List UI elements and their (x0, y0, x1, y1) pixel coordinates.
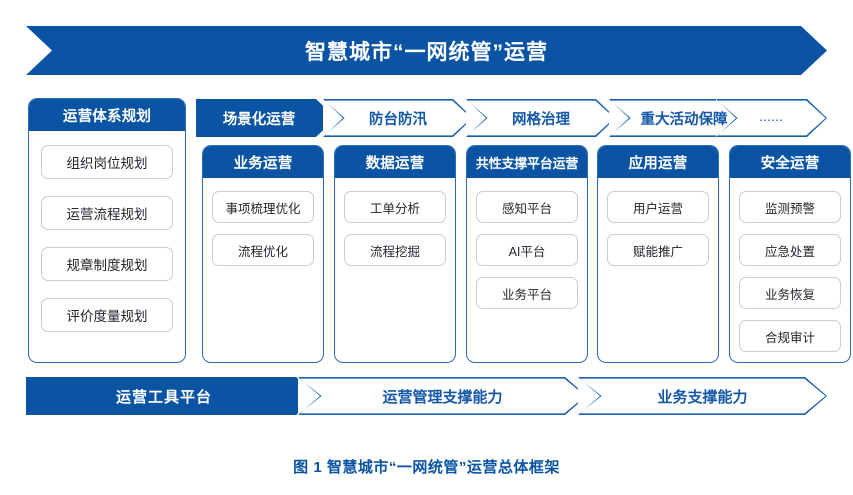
column-security-operations[interactable]: 安全运营 监测预警 应急处置 业务恢复 合规审计 (729, 145, 851, 363)
scenario-chevron-row: 场景化运营 防台防汛 网格治理 重大活动保障 ...... (26, 99, 827, 137)
item-label: 运营流程规划 (66, 207, 148, 222)
item-pill[interactable]: 运营流程规划 (41, 196, 173, 230)
item-pill[interactable]: 赋能推广 (607, 234, 709, 266)
chevron-label: 场景化运营 (222, 111, 296, 128)
item-pill[interactable]: 用户运营 (607, 191, 709, 223)
column-header: 业务运营 (203, 146, 323, 178)
chevron-label: 网格治理 (512, 111, 570, 128)
chevron-operations-tool-platform[interactable]: 运营工具平台 (26, 377, 318, 415)
item-pill[interactable]: 流程挖掘 (344, 234, 446, 266)
item-label: 业务平台 (501, 287, 552, 302)
column-header-label: 数据运营 (365, 155, 425, 172)
column-header: 应用运营 (598, 146, 718, 178)
chevron-label: 业务支撑能力 (657, 388, 748, 406)
column-common-support-platform-operations[interactable]: 共性支撑平台运营 感知平台 AI平台 业务平台 (466, 145, 588, 363)
column-header: 数据运营 (335, 146, 455, 178)
column-body: 事项梳理优化 流程优化 (203, 178, 323, 276)
item-label: 用户运营 (632, 201, 683, 216)
chevron-label: 运营工具平台 (115, 388, 212, 406)
column-business-operations[interactable]: 业务运营 事项梳理优化 流程优化 (202, 145, 324, 363)
item-pill[interactable]: 业务恢复 (739, 277, 841, 309)
item-label: 监测预警 (764, 201, 815, 216)
column-header: 安全运营 (730, 146, 850, 178)
item-label: 感知平台 (501, 201, 552, 216)
item-label: 应急处置 (764, 244, 815, 259)
column-header-label: 共性支撑平台运营 (475, 155, 579, 171)
main-title-banner: 智慧城市“一网统管”运营 (26, 26, 827, 75)
column-header-label: 业务运营 (233, 155, 293, 172)
item-label: 业务恢复 (764, 287, 815, 302)
chevron-label: 运营管理支撑能力 (382, 388, 503, 406)
column-header-label: 运营体系规划 (62, 108, 152, 125)
column-header-label: 安全运营 (760, 155, 820, 172)
item-label: AI平台 (508, 244, 546, 259)
column-application-operations[interactable]: 应用运营 用户运营 赋能推广 (597, 145, 719, 363)
item-label: 规章制度规划 (66, 258, 148, 273)
item-pill[interactable]: 监测预警 (739, 191, 841, 223)
item-pill[interactable]: 流程优化 (212, 234, 314, 266)
column-body: 组织岗位规划 运营流程规划 规章制度规划 评价度量规划 (29, 131, 185, 346)
item-pill[interactable]: 应急处置 (739, 234, 841, 266)
item-pill[interactable]: AI平台 (476, 234, 578, 266)
item-pill[interactable]: 合规审计 (739, 320, 841, 352)
item-label: 流程优化 (237, 244, 288, 259)
chevron-more-ellipsis[interactable]: ...... (716, 99, 827, 137)
item-label: 流程挖掘 (369, 244, 420, 259)
chevron-typhoon-flood[interactable]: 防台防汛 (323, 99, 473, 137)
item-label: 赋能推广 (632, 244, 683, 259)
item-pill[interactable]: 组织岗位规划 (41, 145, 173, 179)
chevron-label: 防台防汛 (369, 111, 427, 128)
support-capability-row: 运营工具平台 运营管理支撑能力 业务支撑能力 (26, 377, 827, 415)
column-body: 用户运营 赋能推广 (598, 178, 718, 276)
item-pill[interactable]: 工单分析 (344, 191, 446, 223)
chevron-operations-management-support[interactable]: 运营管理支撑能力 (298, 377, 587, 415)
main-title-text: 智慧城市“一网统管”运营 (305, 40, 548, 64)
column-header: 运营体系规划 (29, 99, 185, 131)
item-label: 组织岗位规划 (66, 156, 148, 171)
chevron-label: ...... (759, 112, 784, 124)
chevron-scenario-operations[interactable]: 场景化运营 (196, 99, 336, 137)
chevron-grid-governance[interactable]: 网格治理 (466, 99, 616, 137)
item-label: 事项梳理优化 (225, 201, 301, 216)
item-pill[interactable]: 感知平台 (476, 191, 578, 223)
column-body: 监测预警 应急处置 业务恢复 合规审计 (730, 178, 850, 362)
column-operations-system-planning[interactable]: 运营体系规划 组织岗位规划 运营流程规划 规章制度规划 评价度量规划 (28, 98, 186, 363)
item-label: 合规审计 (764, 330, 815, 345)
item-label: 评价度量规划 (66, 309, 148, 324)
chevron-label: 重大活动保障 (640, 111, 728, 128)
item-label: 工单分析 (369, 201, 420, 216)
item-pill[interactable]: 事项梳理优化 (212, 191, 314, 223)
column-header-label: 应用运营 (628, 155, 688, 172)
column-body: 工单分析 流程挖掘 (335, 178, 455, 276)
figure-caption: 图 1 智慧城市“一网统管”运营总体框架 (0, 456, 853, 477)
column-header: 共性支撑平台运营 (467, 146, 587, 178)
column-data-operations[interactable]: 数据运营 工单分析 流程挖掘 (334, 145, 456, 363)
item-pill[interactable]: 评价度量规划 (41, 298, 173, 332)
chevron-business-support[interactable]: 业务支撑能力 (578, 377, 827, 415)
item-pill[interactable]: 业务平台 (476, 277, 578, 309)
column-body: 感知平台 AI平台 业务平台 (467, 178, 587, 319)
item-pill[interactable]: 规章制度规划 (41, 247, 173, 281)
figure-caption-text: 图 1 智慧城市“一网统管”运营总体框架 (293, 459, 560, 476)
